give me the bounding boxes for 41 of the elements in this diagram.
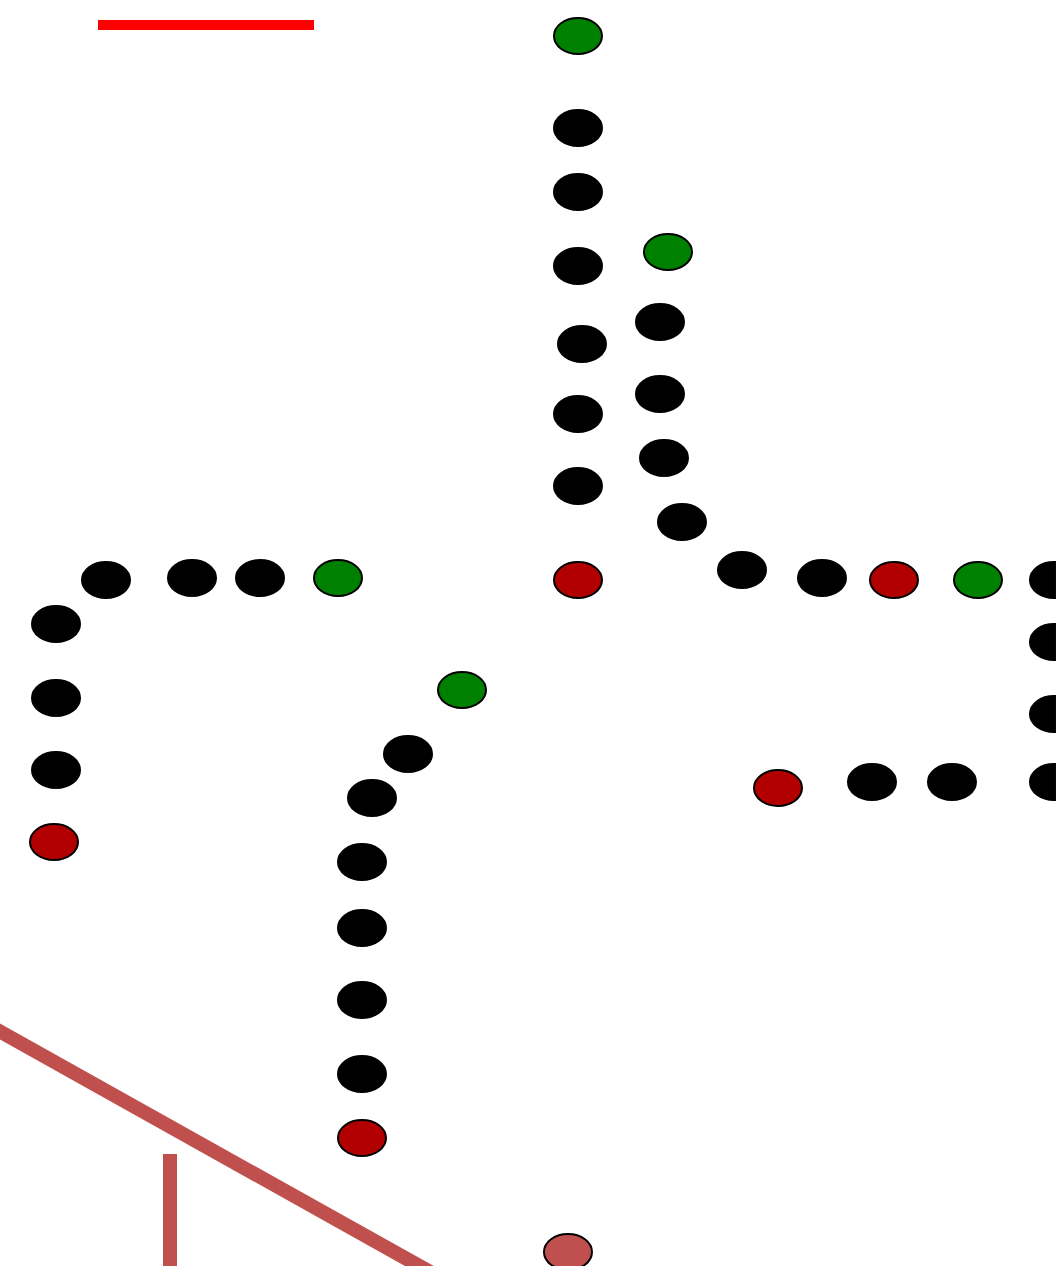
dot — [337, 1119, 387, 1157]
dot — [347, 779, 397, 817]
dot — [553, 561, 603, 599]
dot — [717, 551, 767, 589]
dot — [553, 247, 603, 285]
dot — [383, 735, 433, 773]
dot — [1029, 695, 1056, 733]
dot — [337, 1055, 387, 1093]
dot — [337, 981, 387, 1019]
dot — [337, 909, 387, 947]
dot — [31, 605, 81, 643]
dot — [1029, 561, 1056, 599]
dot — [657, 503, 707, 541]
dot — [635, 375, 685, 413]
dot — [553, 173, 603, 211]
dot — [553, 395, 603, 433]
dot — [29, 823, 79, 861]
dot — [643, 233, 693, 271]
dot — [1029, 623, 1056, 661]
dot — [953, 561, 1003, 599]
dot — [927, 763, 977, 801]
dot — [639, 439, 689, 477]
dot — [553, 109, 603, 147]
dot — [797, 559, 847, 597]
dot — [337, 843, 387, 881]
dot — [81, 561, 131, 599]
dot — [553, 17, 603, 55]
dot — [753, 769, 803, 807]
dot — [557, 325, 607, 363]
dot — [553, 467, 603, 505]
dot — [31, 751, 81, 789]
dot — [235, 559, 285, 597]
dot — [635, 303, 685, 341]
dot — [847, 763, 897, 801]
dot — [437, 671, 487, 709]
dot — [167, 559, 217, 597]
dot — [1029, 763, 1056, 801]
dot — [31, 679, 81, 717]
dot — [313, 559, 363, 597]
dot — [869, 561, 919, 599]
dot — [543, 1233, 593, 1266]
